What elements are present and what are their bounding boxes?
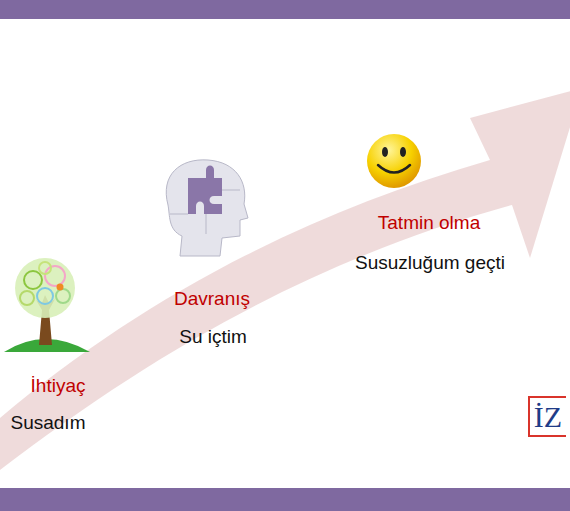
- stage-heading: Tatmin olma: [378, 212, 480, 234]
- bottom-bar: [0, 488, 570, 511]
- logo: İZ: [528, 396, 566, 437]
- stage-text: Susadım: [11, 412, 86, 434]
- tree-icon: [4, 258, 90, 352]
- stage-heading: İhtiyaç: [31, 375, 86, 397]
- smiley-icon: [367, 134, 421, 188]
- puzzle-head-icon: [166, 160, 248, 256]
- progress-arrow: [0, 88, 570, 470]
- top-bar: [0, 0, 570, 19]
- stage-text: Susuzluğum geçti: [355, 252, 505, 274]
- stage-heading: Davranış: [174, 288, 250, 310]
- stage-text: Su içtim: [179, 326, 247, 348]
